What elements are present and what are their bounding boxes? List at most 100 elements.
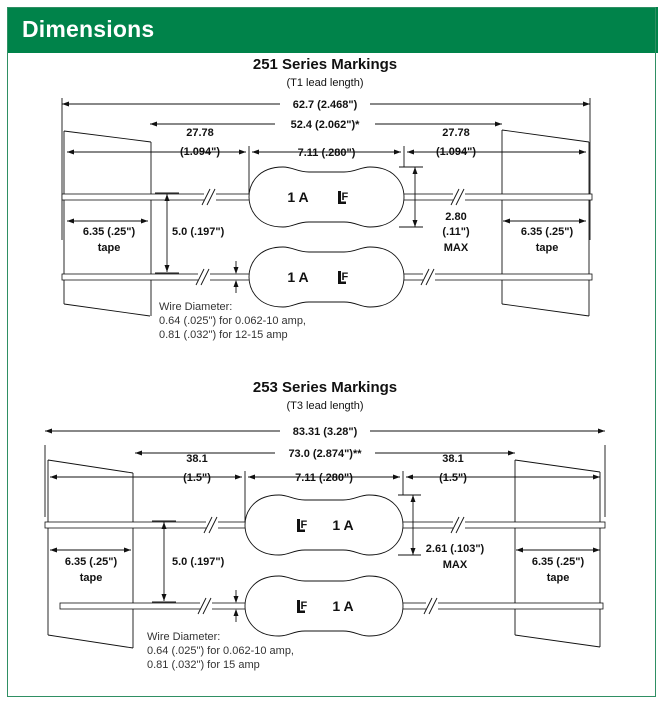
arrowhead (235, 474, 242, 480)
tape-left-caption: tape (98, 242, 121, 254)
body-length-label: 7.11 (.280") (298, 147, 356, 159)
overall-length-label: 83.31 (3.28") (293, 426, 358, 438)
lead-right-label-inch: (1.5") (439, 472, 467, 484)
arrowhead (394, 149, 401, 155)
fuse-body-bottom (248, 246, 405, 308)
break-mark (450, 188, 460, 206)
fuse-body-top (248, 166, 405, 228)
break-mark (455, 516, 465, 534)
break-gap (423, 273, 435, 281)
arrowhead (141, 218, 148, 224)
littelfuse-logo-icon: F (338, 271, 349, 284)
wire-diameter-note: 0.64 (.025") for 0.062-10 amp, (159, 315, 306, 327)
logo-stem (297, 600, 300, 613)
arrowhead (410, 548, 416, 555)
break-mark (202, 597, 212, 615)
arrowhead (508, 450, 515, 456)
arrowhead (579, 218, 586, 224)
header-title: Dimensions (22, 16, 155, 42)
arrowhead (593, 547, 600, 553)
series-title: 253 Series Markings (253, 379, 397, 396)
arrowhead (598, 428, 605, 434)
body-diameter-label: 2.61 (.103") (426, 543, 485, 555)
right-tape-outline (501, 303, 590, 317)
break-mark (425, 268, 435, 286)
series-subtitle: (T3 lead length) (286, 400, 363, 412)
marking-rating: 1 A (287, 269, 308, 285)
arrowhead (161, 522, 167, 529)
right-tape-outline (501, 129, 590, 143)
arrowhead (412, 167, 418, 174)
tape-right-label: 6.35 (.25") (532, 556, 585, 568)
label-backdrop (275, 446, 375, 460)
tape-right-caption: tape (547, 572, 570, 584)
break-mark (455, 188, 465, 206)
marking-rating: 1 A (332, 517, 353, 533)
left-tape-outline (63, 130, 152, 143)
lead-pitch-label: 5.0 (.197") (172, 556, 225, 568)
logo-base (338, 281, 346, 284)
arrowhead (410, 495, 416, 502)
littelfuse-logo-icon: F (338, 191, 349, 204)
fuse-body-bottom (244, 575, 404, 637)
wire-diameter-note: Wire Diameter: (159, 301, 232, 313)
lead-left-label: 38.1 (186, 453, 207, 465)
fuse-body-top (244, 494, 404, 556)
break-mark (420, 268, 430, 286)
wire-diameter-note: 0.81 (.032") for 12-15 amp (159, 329, 288, 341)
break-mark (203, 516, 213, 534)
body-length-label: 7.11 (.280") (295, 472, 353, 484)
break-mark (423, 597, 433, 615)
arrowhead (579, 149, 586, 155)
dimensions-frame (7, 7, 656, 697)
break-gap (204, 193, 216, 201)
arrowhead (593, 474, 600, 480)
wire-diameter-note: 0.64 (.025") for 0.062-10 amp, (147, 645, 294, 657)
logo-base (297, 529, 305, 532)
left-tape-outline (47, 459, 134, 474)
lead-left-label-inch: (1.094") (180, 146, 220, 158)
wire-diameter-note: 0.81 (.032") for 15 amp (147, 659, 260, 671)
label-backdrop (275, 117, 375, 131)
body-diameter-label: MAX (444, 242, 469, 254)
arrowhead (150, 121, 157, 127)
logo-base (297, 610, 305, 613)
littelfuse-logo-icon: F (297, 519, 308, 532)
body-diameter-label: MAX (443, 559, 468, 571)
arrowhead (67, 218, 74, 224)
right-tape-outline (514, 634, 601, 648)
series-253-diagram: 253 Series Markings (T3 lead length) 83.31… (44, 379, 606, 671)
tape-left-label: 6.35 (.25") (83, 226, 136, 238)
marking-rating: 1 A (332, 598, 353, 614)
arrowhead (248, 474, 255, 480)
arrowhead (164, 265, 170, 272)
tape-spacing-label: 73.0 (2.874")** (288, 448, 362, 460)
arrowhead (407, 149, 414, 155)
break-gap (426, 602, 438, 610)
arrowhead (45, 428, 52, 434)
wire-diameter-note: Wire Diameter: (147, 631, 220, 643)
arrowhead (62, 101, 69, 107)
tape-left-caption: tape (80, 572, 103, 584)
break-gap (198, 273, 210, 281)
arrowhead (393, 474, 400, 480)
arrowhead (583, 101, 590, 107)
lead-right-label: 38.1 (442, 453, 463, 465)
arrowhead (233, 280, 239, 287)
arrowhead (233, 609, 239, 616)
right-tape-outline (514, 459, 601, 473)
arrowhead (516, 547, 523, 553)
break-mark (201, 188, 211, 206)
arrowhead (495, 121, 502, 127)
left-tape-outline (63, 303, 151, 317)
arrowhead (252, 149, 259, 155)
lead-right-label-inch: (1.094") (436, 146, 476, 158)
marking-rating: 1 A (287, 189, 308, 205)
tape-left-label: 6.35 (.25") (65, 556, 118, 568)
arrowhead (233, 596, 239, 603)
arrowhead (164, 194, 170, 201)
arrowhead (67, 149, 74, 155)
series-251-diagram: 251 Series Markings(T1 lead length)62.7 … (61, 56, 593, 341)
break-mark (195, 268, 205, 286)
series-title: 251 Series Markings (253, 56, 397, 73)
